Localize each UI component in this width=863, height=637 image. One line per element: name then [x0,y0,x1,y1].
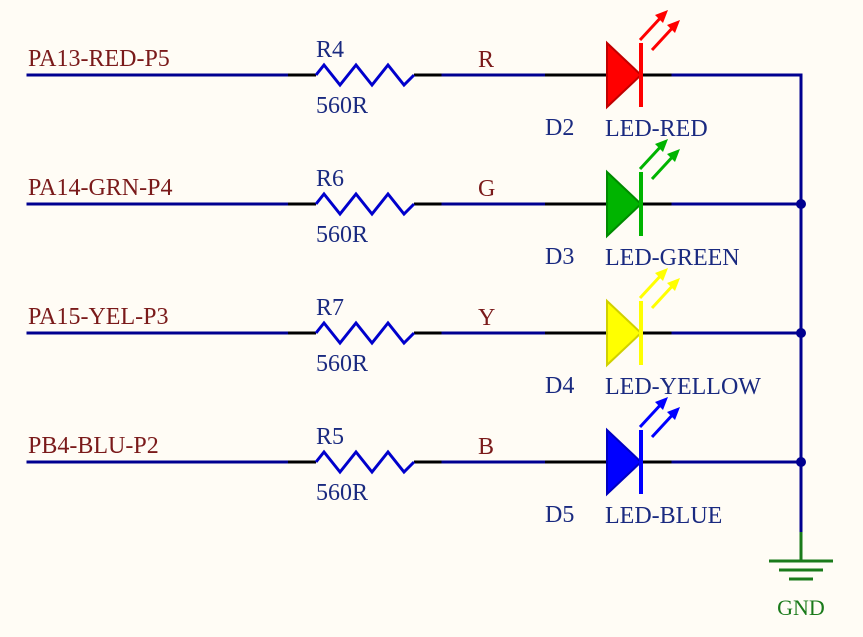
node-label: B [478,434,494,460]
resistor-icon [314,320,416,346]
channel-r: PA13-RED-P5 R4 560R R D2 LED-RED [26,10,803,142]
led-label: LED-RED [605,116,708,142]
diode-designator: D4 [545,373,574,399]
resistor-value: 560R [316,93,368,119]
channel-b: PB4-BLU-P2 R5 560R B D5 LED-BLUE [26,397,806,529]
net-label: PB4-BLU-P2 [28,433,159,459]
net-label: PA15-YEL-P3 [28,304,168,330]
led-label: LED-YELLOW [605,374,761,400]
junction-dot [796,328,806,338]
emission-arrowhead-icon [667,407,680,420]
resistor-icon [314,62,416,88]
node-label: G [478,176,495,202]
channel-y: PA15-YEL-P3 R7 560R Y D4 LED-YELLOW [26,268,806,400]
net-label: PA14-GRN-P4 [28,175,172,201]
junction-dot [796,199,806,209]
emission-arrowhead-icon [655,10,668,23]
ground-label: GND [777,595,825,620]
diode-designator: D3 [545,244,574,270]
led-diode-icon [606,40,643,110]
led-diode-icon [606,298,643,368]
ground-symbol-icon [769,532,833,581]
emission-arrowhead-icon [667,278,680,291]
resistor-value: 560R [316,351,368,377]
emission-arrowhead-icon [655,139,668,152]
led-diode-icon [606,427,643,497]
resistor-designator: R6 [316,166,344,192]
resistor-value: 560R [316,480,368,506]
resistor-designator: R7 [316,295,344,321]
diode-designator: D2 [545,115,574,141]
junction-dot [796,457,806,467]
led-diode-icon [606,169,643,239]
diode-designator: D5 [545,502,574,528]
emission-arrowhead-icon [655,268,668,281]
node-label: Y [478,305,495,331]
led-label: LED-GREEN [605,245,740,271]
resistor-value: 560R [316,222,368,248]
resistor-icon [314,449,416,475]
led-label: LED-BLUE [605,503,722,529]
emission-arrowhead-icon [667,20,680,33]
emission-arrowhead-icon [655,397,668,410]
resistor-icon [314,191,416,217]
resistor-designator: R5 [316,424,344,450]
node-label: R [478,47,494,73]
resistor-designator: R4 [316,37,344,63]
net-label: PA13-RED-P5 [28,46,170,72]
emission-arrowhead-icon [667,149,680,162]
channel-g: PA14-GRN-P4 R6 560R G D3 LED-GREEN [26,139,806,271]
